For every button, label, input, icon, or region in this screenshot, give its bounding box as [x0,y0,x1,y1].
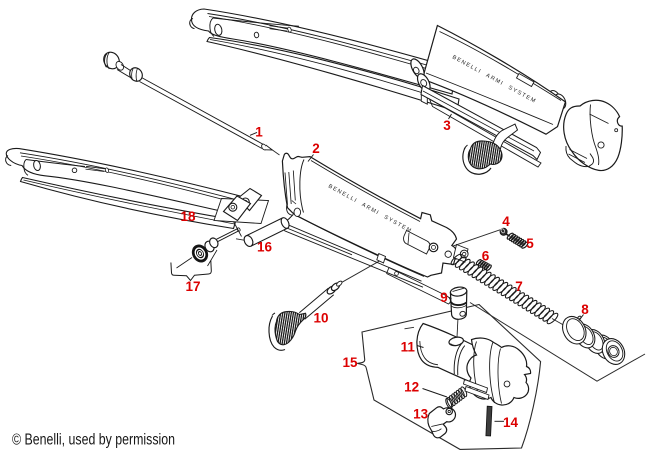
svg-text:11: 11 [401,339,416,354]
svg-text:10: 10 [313,310,328,325]
svg-text:16: 16 [257,239,273,254]
svg-text:2: 2 [312,141,320,156]
svg-text:© Benelli, used by permission: © Benelli, used by permission [12,432,175,449]
svg-text:6: 6 [482,248,490,263]
svg-text:17: 17 [185,279,200,294]
svg-text:3: 3 [443,118,451,133]
svg-text:8: 8 [581,302,589,317]
svg-text:18: 18 [180,209,196,224]
svg-text:13: 13 [413,407,429,422]
svg-text:4: 4 [502,214,510,229]
svg-text:7: 7 [515,279,523,294]
svg-text:12: 12 [404,379,419,394]
svg-text:15: 15 [342,355,358,370]
svg-text:14: 14 [503,415,519,430]
svg-text:9: 9 [440,290,448,305]
svg-text:1: 1 [255,124,263,139]
svg-text:5: 5 [526,236,534,251]
